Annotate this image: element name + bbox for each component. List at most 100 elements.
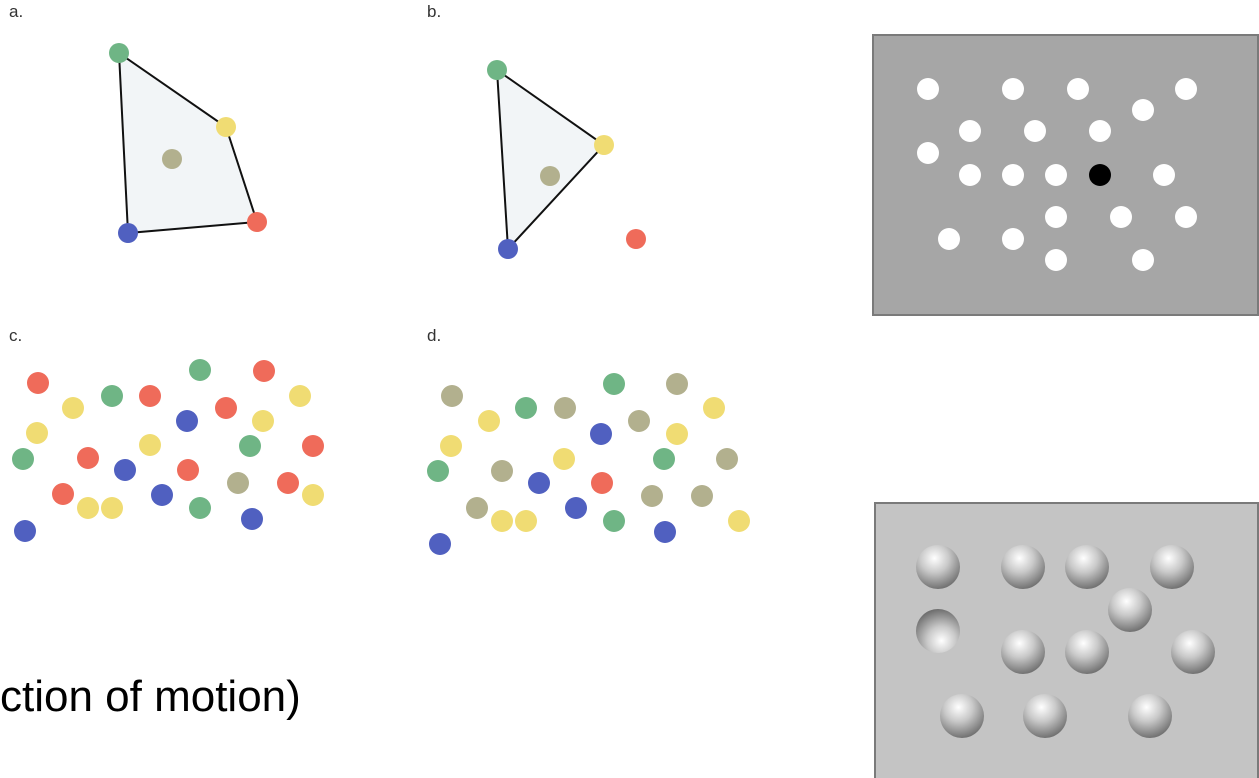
dot-olive [716, 448, 738, 470]
sphere-lit-top [1023, 694, 1067, 738]
caption-text: ction of motion) [0, 672, 301, 721]
dot-olive [466, 497, 488, 519]
dot-yellow [77, 497, 99, 519]
convex-hull-quad [117, 51, 259, 235]
panel-c-dot-field [12, 359, 324, 542]
dot-green [189, 359, 211, 381]
dot-olive [227, 472, 249, 494]
dot-yellow [728, 510, 750, 532]
dot-red [626, 229, 646, 249]
white-disc [1132, 249, 1154, 271]
sphere-lit-top [1001, 630, 1045, 674]
dot-blue [565, 497, 587, 519]
dot-olive [441, 385, 463, 407]
dot-red [139, 385, 161, 407]
white-disc [1002, 228, 1024, 250]
dot-red [247, 212, 267, 232]
dot-yellow [216, 117, 236, 137]
sphere-lit-top [1171, 630, 1215, 674]
white-disc [1089, 120, 1111, 142]
target-sphere-lit-bottom [916, 609, 960, 653]
sphere-lit-top [916, 545, 960, 589]
dot-blue [498, 239, 518, 259]
white-disc [1045, 164, 1067, 186]
white-disc [1045, 206, 1067, 228]
target-black-disc [1089, 164, 1111, 186]
dot-green [603, 510, 625, 532]
sphere-lit-top [1065, 630, 1109, 674]
panel-d-dot-field [427, 373, 750, 555]
dot-green [515, 397, 537, 419]
dot-blue [176, 410, 198, 432]
convex-hull-triangle [495, 67, 606, 252]
white-disc [1067, 78, 1089, 100]
panel-label-d: d. [427, 326, 442, 345]
white-disc [917, 142, 939, 164]
dot-yellow [703, 397, 725, 419]
dot-olive [162, 149, 182, 169]
dot-red [591, 472, 613, 494]
panel-label-b: b. [427, 2, 442, 21]
dot-green [239, 435, 261, 457]
white-disc [1110, 206, 1132, 228]
sphere-lit-top [940, 694, 984, 738]
dot-red [177, 459, 199, 481]
dot-yellow [491, 510, 513, 532]
white-disc [917, 78, 939, 100]
dot-olive [641, 485, 663, 507]
dot-yellow [252, 410, 274, 432]
dot-red [27, 372, 49, 394]
dot-yellow [553, 448, 575, 470]
dot-green [109, 43, 129, 63]
shaded-search-items [916, 545, 1215, 738]
white-disc [1024, 120, 1046, 142]
dot-green [101, 385, 123, 407]
dot-green [653, 448, 675, 470]
white-disc [959, 164, 981, 186]
panel-b-diagram [487, 60, 646, 259]
dot-green [12, 448, 34, 470]
dot-blue [151, 484, 173, 506]
white-disc [1002, 78, 1024, 100]
dot-blue [528, 472, 550, 494]
white-disc [959, 120, 981, 142]
dot-olive [628, 410, 650, 432]
panel-label-c: c. [9, 326, 23, 345]
white-disc [1153, 164, 1175, 186]
white-disc [1045, 249, 1067, 271]
dot-red [302, 435, 324, 457]
white-disc [1002, 164, 1024, 186]
dot-green [603, 373, 625, 395]
dot-olive [691, 485, 713, 507]
sphere-lit-top [1065, 545, 1109, 589]
panel-label-a: a. [9, 2, 24, 21]
dot-green [189, 497, 211, 519]
dot-yellow [478, 410, 500, 432]
dot-red [52, 483, 74, 505]
dot-olive [491, 460, 513, 482]
white-disc [1175, 206, 1197, 228]
panel-a-diagram [109, 43, 267, 243]
dot-yellow [302, 484, 324, 506]
dot-yellow [139, 434, 161, 456]
dot-olive [554, 397, 576, 419]
dot-red [253, 360, 275, 382]
dot-blue [114, 459, 136, 481]
dot-blue [429, 533, 451, 555]
flat-search-items [917, 78, 1197, 271]
sphere-lit-top [1108, 588, 1152, 632]
dot-green [427, 460, 449, 482]
dot-green [487, 60, 507, 80]
dot-yellow [101, 497, 123, 519]
dot-blue [118, 223, 138, 243]
dot-yellow [515, 510, 537, 532]
dot-olive [540, 166, 560, 186]
white-disc [1132, 99, 1154, 121]
sphere-lit-top [1001, 545, 1045, 589]
dot-yellow [440, 435, 462, 457]
dot-red [277, 472, 299, 494]
dot-red [215, 397, 237, 419]
dot-yellow [62, 397, 84, 419]
sphere-lit-top [1150, 545, 1194, 589]
